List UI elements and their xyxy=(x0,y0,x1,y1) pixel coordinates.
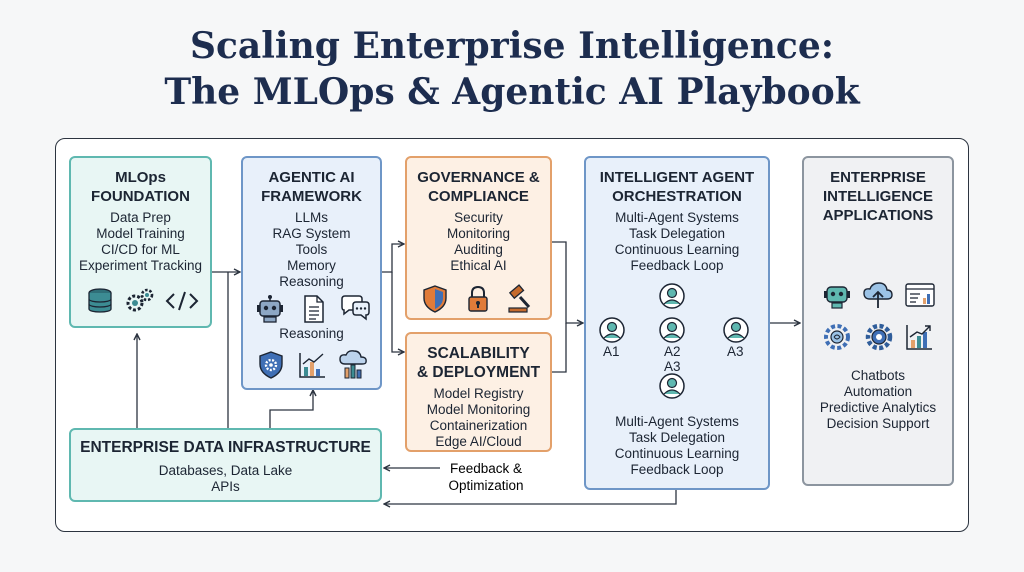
scalability-item: Model Registry xyxy=(433,386,524,401)
agent-label: A1 xyxy=(603,344,620,359)
scalability-item: Edge AI/Cloud xyxy=(435,434,522,449)
agentic-item: RAG System xyxy=(272,226,351,241)
agent-icon xyxy=(659,317,685,343)
scalability-item: Containerization xyxy=(429,418,528,433)
scalability-item: Model Monitoring xyxy=(426,402,531,417)
chat-icon xyxy=(341,295,370,321)
applications-box[interactable]: ENTERPRISE INTELLIGENCE APPLICATIONS Cha… xyxy=(802,156,954,486)
governance-heading-1: GOVERNANCE & xyxy=(417,169,540,186)
orchestration-heading-2: ORCHESTRATION xyxy=(612,188,742,205)
gear-icon xyxy=(865,323,893,351)
feedback-line-2: Optimization xyxy=(448,478,524,493)
governance-box[interactable]: GOVERNANCE & COMPLIANCE Security Monitor… xyxy=(405,156,552,320)
governance-item: Monitoring xyxy=(446,226,511,241)
shield-gear-icon xyxy=(259,351,283,379)
applications-heading-3: APPLICATIONS xyxy=(822,207,934,224)
gears-icon xyxy=(126,288,154,312)
gavel-icon xyxy=(508,284,531,313)
infrastructure-heading: ENTERPRISE DATA INFRASTRUCTURE xyxy=(80,439,371,456)
cloud-chart-icon xyxy=(339,350,367,379)
title-line-2: The MLOps & Agentic AI Playbook xyxy=(164,71,860,113)
applications-item: Decision Support xyxy=(826,416,930,431)
document-icon xyxy=(304,295,324,323)
mlops-foundation-box[interactable]: MLOps FOUNDATION Data Prep Model Trainin… xyxy=(69,156,212,328)
agent-label: A3 xyxy=(727,344,744,359)
applications-item: Predictive Analytics xyxy=(819,400,937,415)
orchestration-item: Task Delegation xyxy=(628,430,726,445)
cloud-upload-icon xyxy=(863,282,893,308)
brain-gear-icon xyxy=(824,324,850,350)
agent-label: A2 xyxy=(664,344,681,359)
agentic-item: Tools xyxy=(295,242,328,257)
scalability-heading-1: SCALABILITY xyxy=(427,345,530,362)
growth-chart-icon xyxy=(906,325,932,350)
orchestration-item: Multi-Agent Systems xyxy=(615,414,739,429)
mlops-item: Experiment Tracking xyxy=(78,258,203,273)
database-icon xyxy=(88,288,112,313)
title-line-1: Scaling Enterprise Intelligence: xyxy=(189,25,835,67)
scalability-heading-2: & DEPLOYMENT xyxy=(416,364,541,381)
infrastructure-line: Databases, Data Lake xyxy=(158,463,293,478)
agentic-sub-label: Reasoning xyxy=(279,326,344,341)
mlops-item: Data Prep xyxy=(110,210,171,225)
agent-icon xyxy=(723,317,749,343)
feedback-label: Feedback & Optimization xyxy=(436,460,536,494)
orchestration-item: Continuous Learning xyxy=(614,242,740,257)
orchestration-item: Task Delegation xyxy=(628,226,726,241)
lock-icon xyxy=(468,285,488,312)
mlops-item: CI/CD for ML xyxy=(101,242,180,257)
orchestration-item: Feedback Loop xyxy=(630,462,724,477)
data-infrastructure-box[interactable]: ENTERPRISE DATA INFRASTRUCTURE Databases… xyxy=(69,428,382,502)
applications-heading-1: ENTERPRISE xyxy=(830,169,926,186)
governance-heading-2: COMPLIANCE xyxy=(428,188,529,205)
orchestration-item: Multi-Agent Systems xyxy=(615,210,739,225)
orchestration-item: Feedback Loop xyxy=(630,258,724,273)
robot-icon xyxy=(257,295,283,323)
agentic-framework-box[interactable]: AGENTIC AI FRAMEWORK LLMs RAG System Too… xyxy=(241,156,382,390)
feedback-line-1: Feedback & xyxy=(449,461,523,476)
agent-icon xyxy=(659,373,685,399)
mlops-heading-1: MLOps xyxy=(115,169,166,186)
chart-icon xyxy=(299,353,325,378)
scalability-box[interactable]: SCALABILITY & DEPLOYMENT Model Registry … xyxy=(405,332,552,452)
agentic-heading-2: FRAMEWORK xyxy=(261,188,362,205)
governance-item: Security xyxy=(454,210,503,225)
applications-heading-2: INTELLIGENCE xyxy=(822,188,933,205)
agent-icon xyxy=(599,317,625,343)
agent-label: A3 xyxy=(664,359,681,374)
agentic-item: Reasoning xyxy=(279,274,344,289)
orchestration-heading-1: INTELLIGENT AGENT xyxy=(599,169,755,186)
mlops-item: Model Training xyxy=(96,226,185,241)
code-icon xyxy=(165,291,199,311)
agentic-heading-1: AGENTIC AI xyxy=(268,169,355,186)
applications-item: Chatbots xyxy=(850,368,906,383)
agent-icon xyxy=(659,283,685,309)
mlops-heading-2: FOUNDATION xyxy=(91,188,190,205)
applications-item: Automation xyxy=(843,384,913,399)
agentic-item: Memory xyxy=(287,258,336,273)
governance-item: Ethical AI xyxy=(450,258,507,273)
shield-icon xyxy=(423,285,447,313)
orchestration-item: Continuous Learning xyxy=(614,446,740,461)
infrastructure-line: APIs xyxy=(211,479,240,494)
bot-icon xyxy=(824,286,850,309)
dashboard-icon xyxy=(905,283,935,307)
agentic-item: LLMs xyxy=(294,210,328,225)
governance-item: Auditing xyxy=(454,242,503,257)
